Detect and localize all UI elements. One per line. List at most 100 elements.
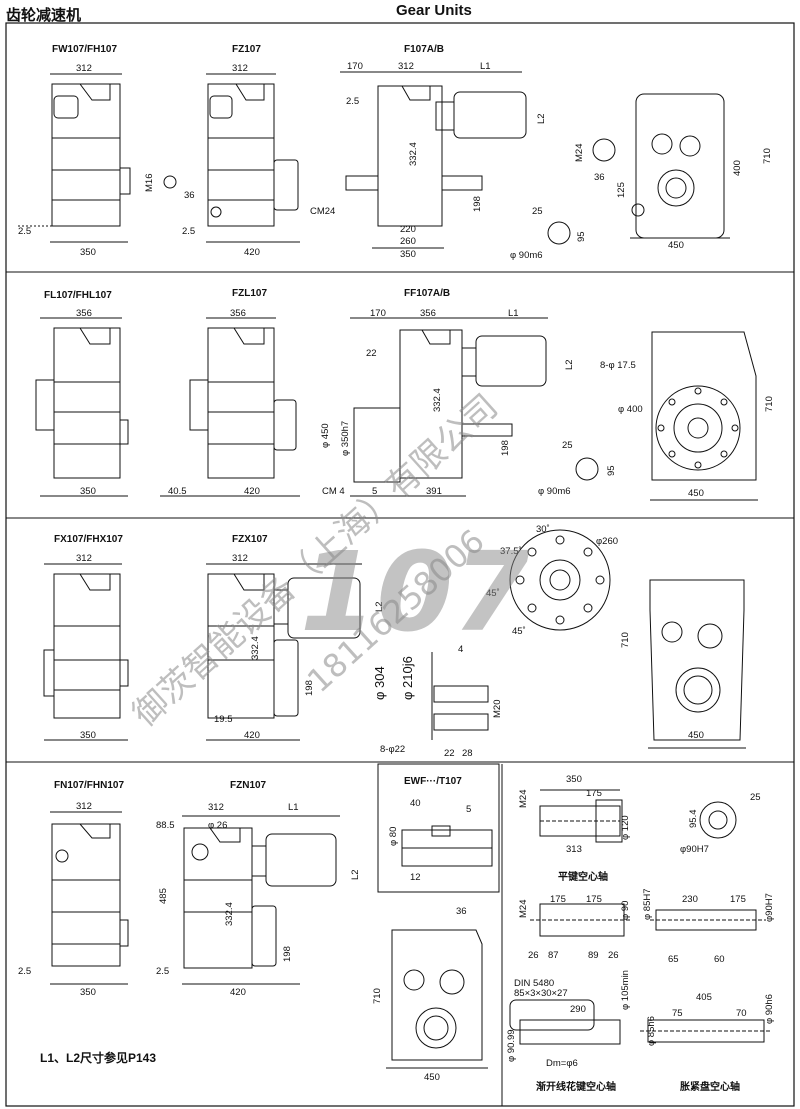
- dim-fzx-332-4: 332.4: [250, 636, 261, 660]
- dim-hs-26: 26: [528, 950, 539, 961]
- dim-fzx-phi304: φ 304: [372, 666, 387, 700]
- dim-f-170: 170: [347, 61, 363, 72]
- caption-spline-shaft: 渐开线花键空心轴: [536, 1080, 616, 1093]
- dim-fzn-l1: L1: [288, 802, 299, 813]
- dim-sp-dm: Dm=φ6: [546, 1058, 578, 1069]
- dim-f-2-5: 2.5: [346, 96, 359, 107]
- dim-f-phi90m6: φ 90m6: [510, 250, 543, 261]
- header-title-en: Gear Units: [396, 2, 472, 19]
- dim-hs-87: 87: [548, 950, 559, 961]
- label-fzl107: FZL107: [232, 288, 267, 299]
- dim-fz-312: 312: [232, 63, 248, 74]
- dim-ff-phi350h7: φ 350h7: [340, 421, 351, 456]
- dim-fx-350: 350: [80, 730, 96, 741]
- hollow-shaft-drawing: [530, 903, 766, 937]
- dim-ff-phi450: φ 450: [320, 423, 331, 448]
- dim-fzl-420: 420: [244, 486, 260, 497]
- dim-fl-350: 350: [80, 486, 96, 497]
- dim-flange-45deg: 45˚: [486, 588, 500, 599]
- dim-front-710: 710: [762, 148, 773, 164]
- dim-f-m24: M24: [574, 144, 585, 162]
- dim-f-25: 25: [532, 206, 543, 217]
- dim-fn-front-36: 36: [456, 906, 467, 917]
- dim-hs-60: 60: [714, 954, 725, 965]
- dim-fw-2-5: 2.5: [18, 226, 31, 237]
- shrink-disc-shaft-drawing: [640, 1019, 770, 1043]
- label-ewf: EWF···/T107: [404, 776, 462, 787]
- dim-fz-m16: M16: [144, 174, 155, 192]
- dim-sp-phi90-99: φ 90.99: [506, 1029, 517, 1062]
- dim-fzx-phi210j6: φ 210j6: [400, 656, 415, 700]
- dim-hs-230: 230: [682, 894, 698, 905]
- dim-front-125: 125: [616, 182, 627, 198]
- dim-ff-l2: L2: [564, 359, 575, 370]
- dim-key-350: 350: [566, 774, 582, 785]
- label-fw107: FW107/FH107: [52, 44, 117, 55]
- fzl107-drawing: [160, 317, 300, 497]
- dim-f-220: 220: [400, 224, 416, 235]
- dim-hs-m24: M24: [518, 900, 529, 918]
- label-ff107ab: FF107A/B: [404, 288, 450, 299]
- dim-fn-312: 312: [76, 801, 92, 812]
- dim-fzx-198: 198: [304, 680, 315, 696]
- dim-fzn-312: 312: [208, 802, 224, 813]
- dim-sd-phi85h6: φ 85h6: [646, 1016, 657, 1046]
- f107-front-drawing: [630, 93, 730, 239]
- dim-fz-420: 420: [244, 247, 260, 258]
- dim-ff-l1: L1: [508, 308, 519, 319]
- dim-f-l1: L1: [480, 61, 491, 72]
- caption-flat-key: 平键空心轴: [558, 870, 608, 883]
- dim-front-450: 450: [668, 240, 684, 251]
- dim-key-m24: M24: [518, 790, 529, 808]
- dim-fx-front-710: 710: [620, 632, 631, 648]
- dim-hs-89: 89: [588, 950, 599, 961]
- dim-fzn-332-4: 332.4: [224, 902, 235, 926]
- dim-sp-290: 290: [570, 1004, 586, 1015]
- dim-fzx-19-5: 19.5: [214, 714, 233, 725]
- dim-f-95: 95: [576, 231, 587, 242]
- dim-ff-710: 710: [764, 396, 775, 412]
- fn107-front-drawing: [386, 929, 488, 1069]
- dim-fzx-8phi22: 8-φ22: [380, 744, 405, 755]
- dim-ewf-5: 5: [466, 804, 471, 815]
- dim-din5480: DIN 5480: [514, 978, 554, 989]
- dim-f-350: 350: [400, 249, 416, 260]
- ewf-box: [377, 763, 500, 893]
- dim-f-312: 312: [398, 61, 414, 72]
- dim-spline: 85×3×30×27: [514, 988, 568, 999]
- dim-flange-phi260: φ260: [596, 536, 618, 547]
- dim-fzl-40-5: 40.5: [168, 486, 187, 497]
- spline-shaft-drawing: [509, 999, 621, 1045]
- dim-fzl-356: 356: [230, 308, 246, 319]
- label-fz107: FZ107: [232, 44, 261, 55]
- dim-ff-cm4: CM 4: [322, 486, 345, 497]
- fn107-drawing: [50, 811, 129, 985]
- dim-f-cm24: CM24: [310, 206, 335, 217]
- dim-fzx-420: 420: [244, 730, 260, 741]
- dim-fzn-485: 485: [158, 888, 169, 904]
- dim-f-332-4: 332.4: [408, 142, 419, 166]
- dim-fn-front-450: 450: [424, 1072, 440, 1083]
- fzx-flange-drawing: [509, 529, 611, 631]
- f107ab-drawing: [340, 71, 616, 249]
- dim-hs-26b: 26: [608, 950, 619, 961]
- dim-fx-312: 312: [76, 553, 92, 564]
- label-fzn107: FZN107: [230, 780, 267, 791]
- dim-key-95-4: 95.4: [688, 810, 699, 829]
- dim-fx-front-450: 450: [688, 730, 704, 741]
- dim-sd-405: 405: [696, 992, 712, 1003]
- dim-fzx-4: 4: [458, 644, 463, 655]
- dim-fzn-l2: L2: [350, 869, 361, 880]
- dim-fn-2-5: 2.5: [18, 966, 31, 977]
- dim-fzn-phi26: φ 26: [208, 820, 227, 831]
- dim-flange-30deg: 30˚: [536, 524, 550, 535]
- dim-ff-95: 95: [606, 465, 617, 476]
- dim-hs-phi90h7: φ90H7: [764, 893, 775, 922]
- dim-ff-450: 450: [688, 488, 704, 499]
- ff107ab-drawing: [350, 317, 599, 497]
- dim-key-25: 25: [750, 792, 761, 803]
- dim-flange-45deg-b: 45˚: [512, 626, 526, 637]
- dim-ewf-12: 12: [410, 872, 421, 883]
- dim-f-198: 198: [472, 196, 483, 212]
